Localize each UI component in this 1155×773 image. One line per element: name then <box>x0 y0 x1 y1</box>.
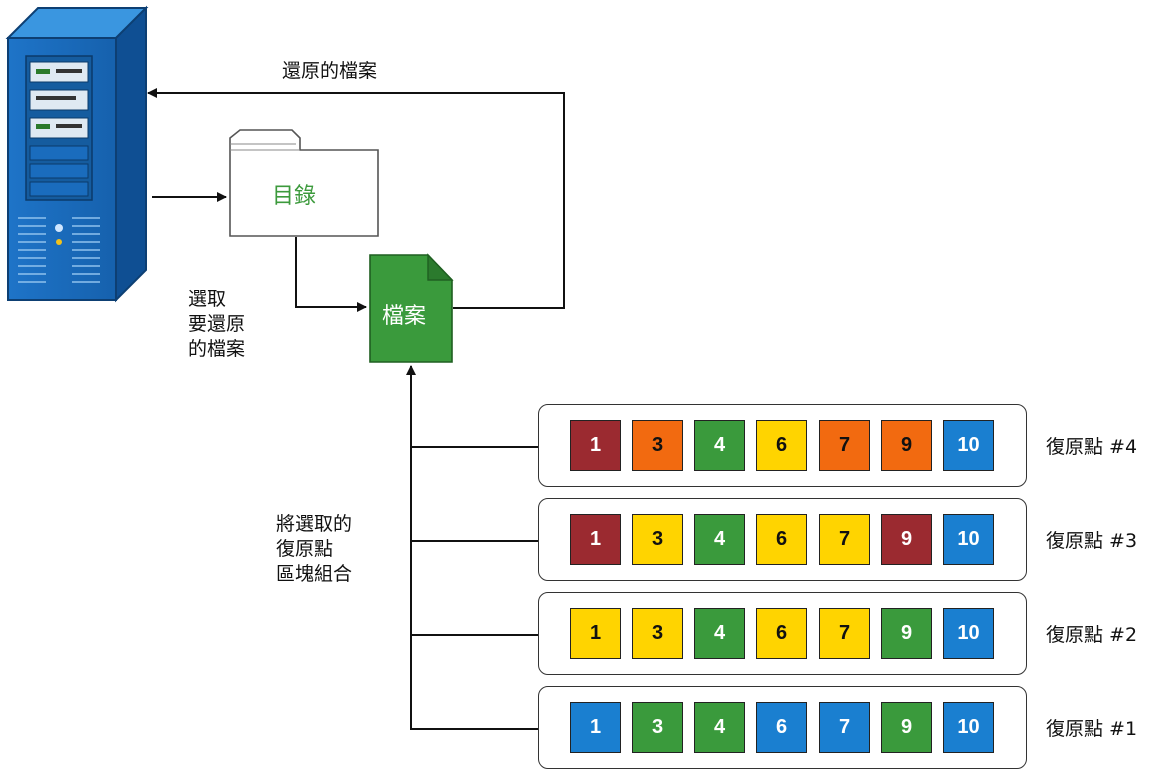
recovery-point-label: 復原點 #3 <box>1046 530 1138 552</box>
data-block: 10 <box>943 514 994 565</box>
file-icon <box>369 253 454 363</box>
arrow-folder-to-file <box>295 237 367 312</box>
data-block: 1 <box>570 420 621 471</box>
data-block: 4 <box>694 608 745 659</box>
data-block: 3 <box>632 702 683 753</box>
connectors <box>147 88 565 730</box>
data-block: 4 <box>694 702 745 753</box>
folder-icon <box>229 129 379 237</box>
folder-label: 目錄 <box>272 184 317 209</box>
data-block: 7 <box>819 514 870 565</box>
data-block: 6 <box>756 420 807 471</box>
select-line-3: 的檔案 <box>188 338 246 360</box>
recovery-point-label: 復原點 #4 <box>1046 436 1138 458</box>
combine-line-3: 區塊組合 <box>276 563 353 585</box>
data-block: 3 <box>632 608 683 659</box>
data-block: 10 <box>943 420 994 471</box>
data-block: 1 <box>570 608 621 659</box>
data-block: 10 <box>943 608 994 659</box>
data-block: 7 <box>819 420 870 471</box>
select-file-label: 選取 要還原 的檔案 <box>188 287 245 362</box>
restored-file-label: 還原的檔案 <box>282 60 378 82</box>
data-block: 9 <box>881 608 932 659</box>
data-block: 1 <box>570 702 621 753</box>
data-block: 1 <box>570 514 621 565</box>
data-block: 9 <box>881 702 932 753</box>
select-line-2: 要還原 <box>188 313 246 335</box>
server-icon <box>5 5 149 303</box>
data-block: 9 <box>881 514 932 565</box>
data-block: 4 <box>694 514 745 565</box>
data-block: 9 <box>881 420 932 471</box>
data-block: 7 <box>819 702 870 753</box>
select-line-1: 選取 <box>188 288 227 310</box>
recovery-point-label: 復原點 #1 <box>1046 718 1138 740</box>
file-label: 檔案 <box>382 304 427 329</box>
combine-line-2: 復原點 <box>276 538 334 560</box>
combine-line-1: 將選取的 <box>276 513 353 535</box>
recovery-point-label: 復原點 #2 <box>1046 624 1138 646</box>
arrow-file-to-server <box>147 88 565 309</box>
data-block: 6 <box>756 514 807 565</box>
data-block: 10 <box>943 702 994 753</box>
data-block: 6 <box>756 702 807 753</box>
data-block: 3 <box>632 420 683 471</box>
data-block: 6 <box>756 608 807 659</box>
data-block: 3 <box>632 514 683 565</box>
combine-blocks-label: 將選取的 復原點 區塊組合 <box>276 512 352 587</box>
data-block: 4 <box>694 420 745 471</box>
data-block: 7 <box>819 608 870 659</box>
